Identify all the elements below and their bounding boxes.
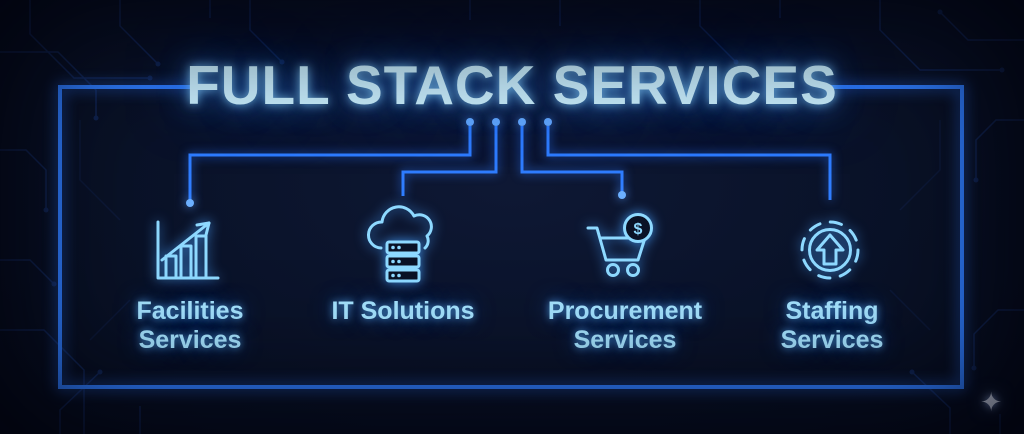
node-dot [186,199,194,207]
cloud-servers-icon [367,205,433,283]
node-dot [544,118,552,126]
bar-chart-growth-icon [156,220,220,280]
connector-it-solutions [401,126,498,196]
label-line: Services [780,325,884,354]
page-title: FULL STACK SERVICES [186,54,838,116]
border-frame [58,85,964,389]
label-line: Services [138,325,242,354]
connector-procurement [520,126,624,192]
service-label-facilities: Facilities Services [60,297,320,355]
node-dot [466,118,474,126]
gear-arrow-icon [800,220,860,280]
node-dot [492,118,500,126]
cart-coin-icon: $ [586,213,653,277]
service-label-it-solutions: IT Solutions [273,297,533,326]
label-line: IT Solutions [331,297,475,325]
label-line: Services [573,325,677,354]
label-line: Procurement [547,297,703,325]
node-dot [618,191,626,199]
label-line: Staffing [785,297,879,325]
sparkle-icon: ✦ [980,387,1002,417]
service-label-staffing: Staffing Services [702,297,962,355]
connector-staffing [546,126,832,200]
connector-facilities [188,126,472,200]
coin-dollar-symbol: $ [634,221,643,238]
service-label-procurement: Procurement Services [495,297,755,355]
label-line: Facilities [136,297,244,325]
node-dot [518,118,526,126]
